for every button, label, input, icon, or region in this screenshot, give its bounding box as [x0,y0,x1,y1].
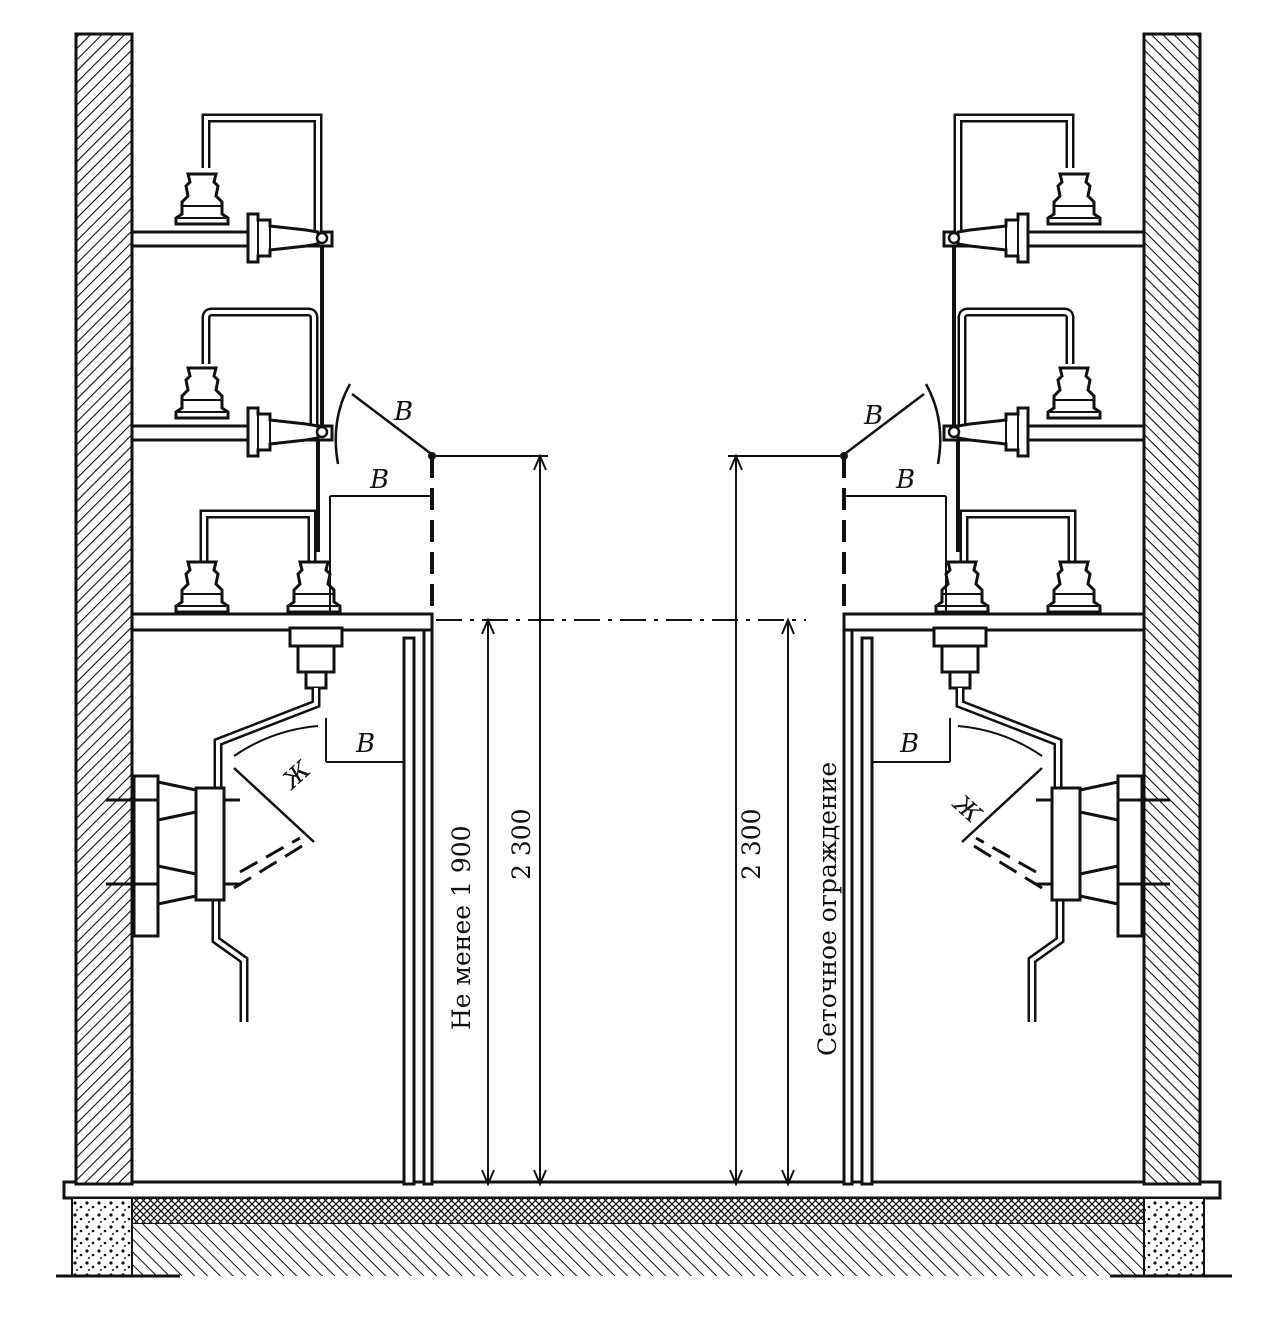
floor-screed [131,1197,1145,1225]
label-zh-left: Ж [276,755,317,796]
dimension-right: 2 300 [737,808,766,880]
fence-label: Сеточное ограждение [813,762,842,1056]
ground-fill [132,1224,1144,1276]
right-cell [728,34,1200,1184]
label-b-low-left: В [355,729,375,759]
dimension-left: 2 300 [507,808,536,880]
label-b-low-right: В [899,729,919,759]
label-b-mid-right: В [895,465,915,495]
left-cell [76,34,548,1184]
foundation-left [71,1197,133,1277]
floor-slab [62,1180,1222,1200]
label-b-mid-left: В [369,465,389,495]
label-b-top-left: В [393,397,413,427]
min-height-label: Не менее 1 900 [447,825,476,1030]
label-b-top-right: В [863,401,883,431]
foundation-right [1143,1197,1205,1277]
